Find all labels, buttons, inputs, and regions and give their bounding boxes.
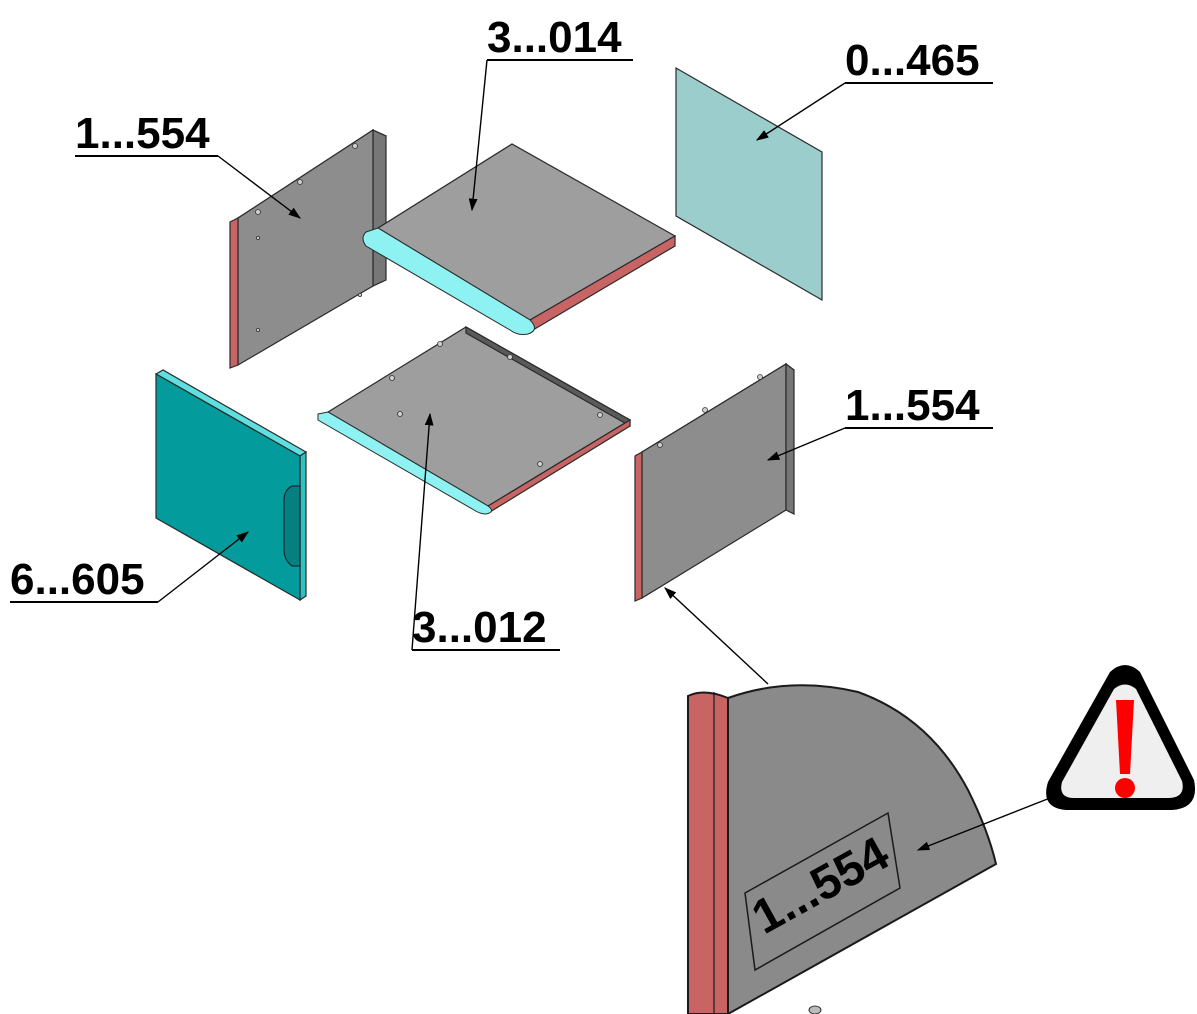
glass-panel: [675, 66, 823, 302]
callout-right-side-panel: 1...554: [766, 381, 993, 461]
callout-label-bottom-panel: 3...012: [412, 603, 547, 652]
callout-label-top-panel: 3...014: [487, 13, 622, 62]
warning-triangle-icon: [1046, 665, 1196, 810]
callout-left-side-panel: 1...554: [75, 109, 302, 219]
callout-door-panel: 6...605: [10, 531, 249, 604]
detail-view: 1...554: [687, 684, 998, 1014]
bottom-panel: [317, 325, 632, 515]
callout-top-panel: 3...014: [468, 13, 633, 212]
left-side-panel: [229, 128, 388, 369]
callout-label-door-panel: 6...605: [10, 555, 145, 604]
detail-connector: [664, 587, 769, 685]
warning-leader: [916, 797, 1051, 851]
callout-glass-panel: 0...465: [755, 36, 993, 141]
callout-label-glass-panel: 0...465: [845, 36, 980, 85]
callout-label-right-side-panel: 1...554: [845, 381, 980, 430]
callout-label-left-side-panel: 1...554: [75, 109, 210, 158]
top-panel: [362, 143, 677, 335]
callout-bottom-panel: 3...012: [411, 412, 560, 652]
door-panel: [154, 369, 308, 602]
right-side-panel: [634, 362, 796, 602]
